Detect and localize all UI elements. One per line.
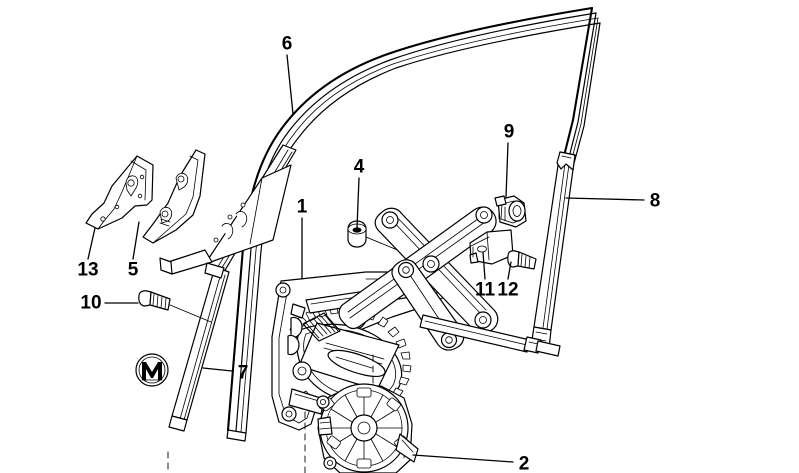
leader-line-7 [202, 367, 233, 372]
part-9-guide-roller-bearing [494, 195, 527, 228]
callout-label-1: 1 [296, 196, 308, 218]
leader-line-9 [505, 142, 509, 198]
leader-line-4 [356, 177, 360, 229]
leader-line-2 [412, 454, 514, 463]
callout-label-11: 11 [474, 279, 496, 301]
part-8-rear-guide-rail [530, 151, 576, 350]
leader-line-6 [286, 54, 294, 115]
callout-label-8: 8 [649, 190, 661, 212]
assembly-guide-lines [167, 354, 374, 473]
callout-label-9: 9 [503, 121, 515, 143]
callout-label-7: 7 [237, 362, 249, 384]
part-5-inner-corner-plate [142, 149, 206, 244]
part-11-glass-clamp-bracket [469, 229, 514, 265]
part-10-fastening-screw [138, 290, 212, 323]
regulator-scissor-arms [338, 206, 561, 357]
leader-line-11 [482, 251, 486, 280]
part-12-clamping-bolt [507, 250, 537, 270]
leader-line-12 [507, 261, 512, 280]
circled-m-emblem [135, 353, 169, 387]
callout-label-4: 4 [353, 156, 365, 178]
callout-label-6: 6 [281, 33, 293, 55]
callout-label-5: 5 [127, 259, 139, 281]
callout-leader-lines [87, 54, 645, 463]
callout-label-12: 12 [497, 279, 519, 301]
callout-label-2: 2 [518, 453, 530, 473]
leader-line-8 [565, 197, 645, 201]
part-2-window-lifter-motor [316, 383, 419, 473]
leader-line-13 [87, 227, 96, 260]
callout-label-10: 10 [80, 292, 102, 314]
part-13-outer-corner-plate [85, 155, 154, 230]
part-7-glass-run-channel [159, 144, 297, 432]
callout-label-13: 13 [77, 259, 99, 281]
leader-line-5 [132, 221, 140, 260]
